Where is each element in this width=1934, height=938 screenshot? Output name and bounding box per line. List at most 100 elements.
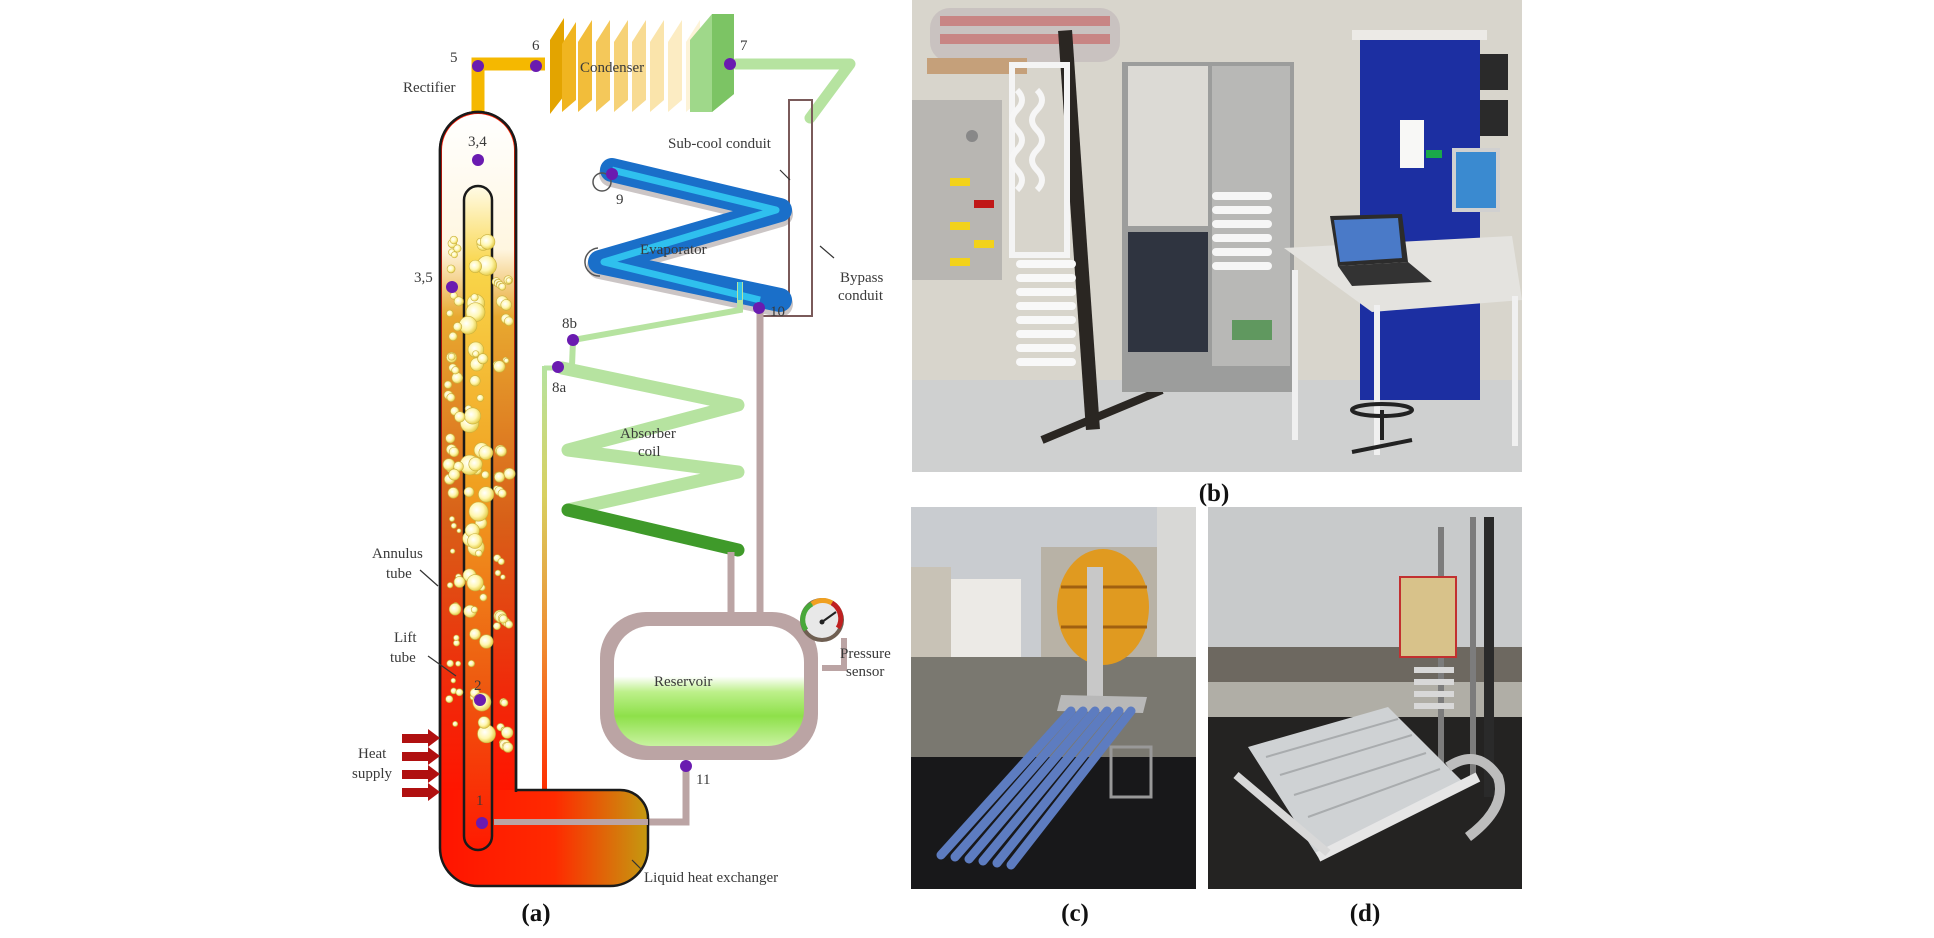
- vapour-bubble: [453, 244, 462, 253]
- vapour-bubble: [455, 660, 462, 667]
- state-point-8a-label: 8a: [552, 380, 567, 396]
- vapour-bubble: [504, 316, 514, 327]
- evap-outlet-pipe: [569, 282, 743, 367]
- vapour-bubble: [470, 606, 478, 614]
- vapour-bubble: [498, 614, 508, 624]
- bypass-conduit-label-2: conduit: [838, 288, 884, 304]
- vapour-bubble: [456, 528, 462, 534]
- heat-arrow-icon: [402, 729, 440, 747]
- vapour-bubble: [493, 360, 506, 373]
- state-point-2: [474, 694, 486, 706]
- vapour-bubble: [500, 699, 509, 707]
- vapour-bubble: [448, 446, 460, 458]
- state-point-7: [724, 58, 736, 70]
- vapour-bubble: [478, 486, 495, 503]
- vapour-bubble: [463, 486, 475, 498]
- vapour-bubble: [503, 357, 510, 364]
- vapour-bubble: [493, 622, 501, 631]
- pressure-sensor-label-2: sensor: [846, 664, 884, 680]
- vapour-bubble: [468, 457, 483, 472]
- state-point-2-label: 2: [474, 678, 482, 694]
- vapour-bubble: [447, 352, 456, 361]
- vapour-bubble: [494, 569, 502, 577]
- vapour-bubble: [453, 576, 466, 588]
- vapour-bubble: [500, 299, 512, 311]
- state-point-11-label: 11: [696, 772, 710, 788]
- vapour-bubble: [451, 372, 463, 384]
- heat-arrow-icon: [402, 747, 440, 765]
- vapour-bubble: [450, 522, 457, 529]
- vapour-bubble: [455, 688, 464, 697]
- state-point-6-label: 6: [532, 38, 540, 54]
- vapour-bubble: [467, 533, 483, 549]
- state-point-8a: [552, 361, 564, 373]
- return-pipes: [490, 312, 847, 826]
- caption-d: (d): [1349, 900, 1381, 927]
- caption-b: (b): [1198, 480, 1230, 507]
- vapour-bubble: [453, 296, 464, 307]
- annulus-tube-label-2: tube: [386, 566, 412, 582]
- vapour-bubble: [481, 470, 490, 479]
- vapour-bubble: [451, 251, 458, 259]
- condenser: Condenser: [550, 14, 734, 114]
- vapour-bubble: [448, 331, 458, 341]
- photo-lab-test-rig: [912, 0, 1522, 472]
- vapour-bubble: [450, 677, 456, 684]
- vapour-bubble: [477, 353, 489, 365]
- vapour-bubble: [498, 282, 507, 291]
- state-point-1: [476, 817, 488, 829]
- subcool-conduit-label: Sub-cool conduit: [668, 136, 772, 152]
- vapour-bubble: [503, 467, 516, 480]
- vapour-bubble: [497, 488, 507, 498]
- vapour-bubble: [449, 235, 458, 245]
- state-point-3-5-label: 3,5: [414, 270, 433, 286]
- vapour-bubble: [505, 277, 513, 284]
- vapour-bubble: [447, 487, 459, 499]
- vapour-bubble: [469, 375, 481, 387]
- photo-rooftop-evacuated-tube: [911, 507, 1196, 889]
- state-point-10: [753, 302, 765, 314]
- vapour-bubble: [466, 574, 484, 592]
- schematic-diagram: Condenser Sub-cool conduit Bypass condui…: [352, 14, 891, 888]
- pressure-sensor: Pressure sensor: [800, 597, 891, 680]
- vapour-bubbles: [442, 234, 516, 753]
- vapour-bubble: [448, 603, 462, 616]
- vapour-bubble: [468, 259, 482, 273]
- condenser-label: Condenser: [580, 60, 644, 76]
- vapour-bubble: [495, 445, 507, 457]
- reservoir: Reservoir: [600, 612, 818, 760]
- vapour-bubble: [448, 468, 461, 481]
- state-point-5-label: 5: [450, 50, 458, 66]
- vapour-bubble: [445, 433, 456, 444]
- vapour-bubble: [479, 634, 494, 649]
- state-point-8b-label: 8b: [562, 316, 577, 332]
- vapour-bubble: [452, 322, 463, 332]
- state-point-1-label: 1: [476, 793, 484, 809]
- vapour-bubble: [446, 264, 456, 274]
- reservoir-label: Reservoir: [654, 674, 712, 690]
- vapour-bubble: [446, 659, 454, 668]
- vapour-bubble: [464, 407, 482, 425]
- photo-rooftop-parabolic-trough: [1208, 507, 1522, 889]
- weak-solution-riser: [542, 365, 562, 798]
- liquid-heat-exchanger-label: Liquid heat exchanger: [644, 870, 778, 886]
- vapour-bubble: [497, 558, 505, 566]
- bypass-conduit-label-1: Bypass: [840, 270, 884, 286]
- vapour-bubble: [454, 411, 466, 423]
- state-point-8b: [567, 334, 579, 346]
- state-point-3-5: [446, 281, 458, 293]
- vapour-bubble: [467, 660, 475, 668]
- state-point-7-label: 7: [740, 38, 748, 54]
- vapour-bubble: [469, 628, 481, 640]
- state-point-3-4: [472, 154, 484, 166]
- state-point-3-4-label: 3,4: [468, 134, 487, 150]
- vapour-bubble: [472, 350, 480, 358]
- absorber-coil-label-2: coil: [638, 444, 661, 460]
- generator-labels: Rectifier Annulus tube Lift tube Heat su…: [352, 80, 457, 782]
- vapour-bubble: [443, 380, 453, 389]
- pressure-sensor-label-1: Pressure: [840, 646, 891, 662]
- vapour-bubble: [452, 721, 459, 727]
- state-point-6: [530, 60, 542, 72]
- vapour-bubble: [478, 445, 494, 461]
- vapour-bubble: [477, 716, 491, 729]
